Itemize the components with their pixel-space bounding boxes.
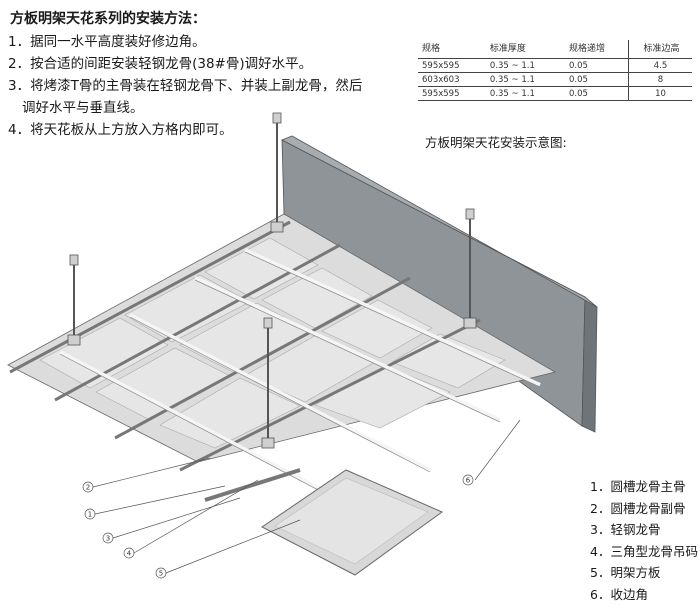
loose-runner: [204, 468, 301, 502]
step-3-continued: 调好水平与垂直线。: [22, 100, 144, 116]
spec-cell: 0.05: [569, 60, 588, 71]
callout-markers: [82, 474, 474, 579]
legend-item: 2．圆槽龙骨副骨: [590, 500, 686, 516]
callout-1: 1: [88, 511, 92, 519]
callout-4-marker: [123, 547, 135, 559]
legend-item: 3．轻钢龙骨: [590, 522, 661, 537]
callout-2: 2: [86, 484, 90, 492]
legend-item: 6．收边角: [590, 586, 648, 602]
step-2: 2．按合适的间距安装轻钢龙骨(38#骨)调好水平。: [8, 56, 313, 72]
cross-tees: [59, 248, 541, 512]
spec-cell: 0.05: [569, 88, 588, 99]
spec-cell: 0.35 ~ 1.1: [489, 60, 535, 71]
step-4: 4．将天花板从上方放入方格内即可。: [8, 122, 233, 138]
install-steps: 1．据同一水平高度装好修边角。 2．按合适的间距安装轻钢龙骨(38#骨)调好水平…: [8, 31, 362, 141]
wall-side: [581, 296, 598, 433]
callout-6-marker: [462, 474, 474, 486]
spec-header-edge-height: 标准边高: [627, 40, 692, 59]
spec-table: 规格 标准厚度 规格递增 标准边高 595x595 0.35 ~ 1.1 0.0…: [418, 40, 692, 101]
callout-numbers: 2 1 3 4 5 6: [86, 477, 471, 578]
table-row: 595x595 0.35 ~ 1.1 0.05 4.5: [418, 58, 692, 73]
spec-cell: 595x595: [422, 60, 460, 71]
callout-3: 3: [106, 535, 110, 543]
hanger-rods: [73, 116, 471, 440]
loose-panel-inner: [274, 477, 429, 565]
table-row: 595x595 0.35 ~ 1.1 0.05 10: [418, 86, 692, 101]
diagram-caption: 方板明架天花安装示意图:: [425, 135, 567, 150]
parts-legend: 1．圆槽龙骨主骨 2．圆槽龙骨副骨 3．轻钢龙骨 4．三角型龙骨吊码 5．明架方…: [590, 476, 698, 605]
leader-lines: [92, 419, 521, 574]
wall-top: [281, 135, 598, 308]
spec-header-increment: 规格递增: [569, 44, 606, 54]
page-title: 方板明架天花系列的安装方法：: [10, 11, 206, 27]
table-row: 603x603 0.35 ~ 1.1 0.05 8: [418, 72, 692, 87]
spec-cell: 10: [627, 86, 692, 101]
spec-header-size: 规格: [422, 44, 441, 54]
callout-2-marker: [82, 481, 94, 493]
step-1: 1．据同一水平高度装好修边角。: [8, 34, 206, 50]
spec-cell: 4.5: [627, 58, 692, 73]
spec-cell: 595x595: [422, 88, 460, 99]
callout-5: 5: [159, 570, 163, 578]
cross-tees-edge: [59, 251, 541, 513]
spec-cell: 0.35 ~ 1.1: [489, 74, 535, 85]
step-3: 3．将烤漆T骨的主骨装在轻钢龙骨下、并装上副龙骨，然后: [8, 78, 363, 94]
legend-item: 4．三角型龙骨吊码: [590, 543, 698, 559]
callout-4: 4: [127, 550, 132, 558]
legend-item: 1．圆槽龙骨主骨: [590, 479, 686, 494]
callout-6: 6: [466, 477, 471, 485]
hanger-clips: [67, 112, 477, 449]
spec-cell: 8: [627, 72, 692, 87]
spec-header-thickness: 标准厚度: [489, 44, 526, 54]
callout-1-marker: [84, 508, 96, 520]
legend-item: 5．明架方板: [590, 565, 661, 580]
spec-cell: 603x603: [422, 74, 460, 85]
callout-3-marker: [102, 532, 114, 544]
spec-cell: 0.05: [569, 74, 588, 85]
callout-5-marker: [155, 567, 167, 579]
spec-cell: 0.35 ~ 1.1: [489, 88, 535, 99]
